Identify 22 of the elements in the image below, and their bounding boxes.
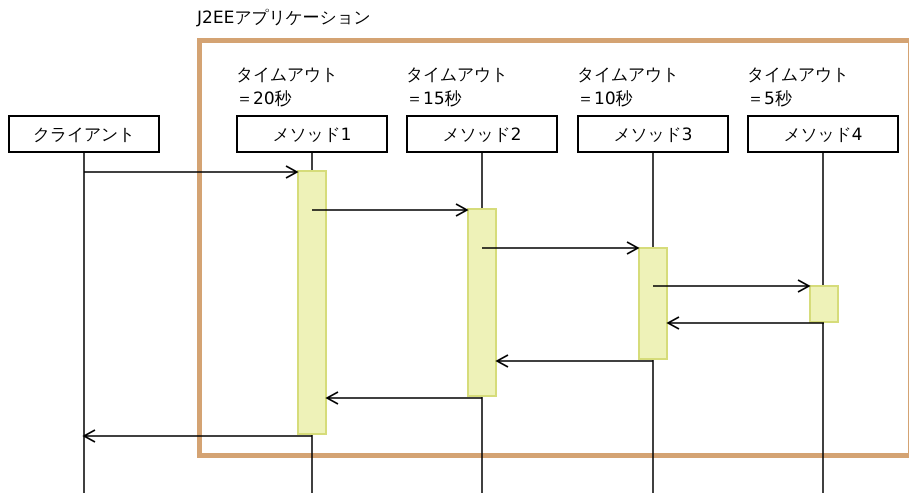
message-arrow xyxy=(84,165,298,179)
message-arrow xyxy=(667,316,824,330)
message-arrow xyxy=(653,279,810,293)
frame-title: J2EEアプリケーション xyxy=(197,7,370,30)
lifeline-box: メソッド3 xyxy=(577,115,729,153)
lifeline-box: メソッド4 xyxy=(747,115,899,153)
activation-bar xyxy=(638,247,668,360)
message-arrow xyxy=(83,429,312,443)
activation-bar xyxy=(297,170,327,435)
message-arrow xyxy=(312,203,468,217)
message-arrow xyxy=(496,354,653,368)
timeout-note: タイムアウト＝10秒 xyxy=(577,64,680,111)
message-arrow xyxy=(482,241,639,255)
timeout-note: タイムアウト＝5秒 xyxy=(747,64,850,111)
lifeline-box: メソッド2 xyxy=(406,115,558,153)
timeout-note: タイムアウト＝20秒 xyxy=(236,64,339,111)
lifeline-box: クライアント xyxy=(8,115,160,153)
activation-bar xyxy=(809,285,839,323)
message-arrow xyxy=(326,391,482,405)
lifeline-box: メソッド1 xyxy=(236,115,388,153)
activation-bar xyxy=(467,208,497,397)
timeout-note: タイムアウト＝15秒 xyxy=(406,64,509,111)
